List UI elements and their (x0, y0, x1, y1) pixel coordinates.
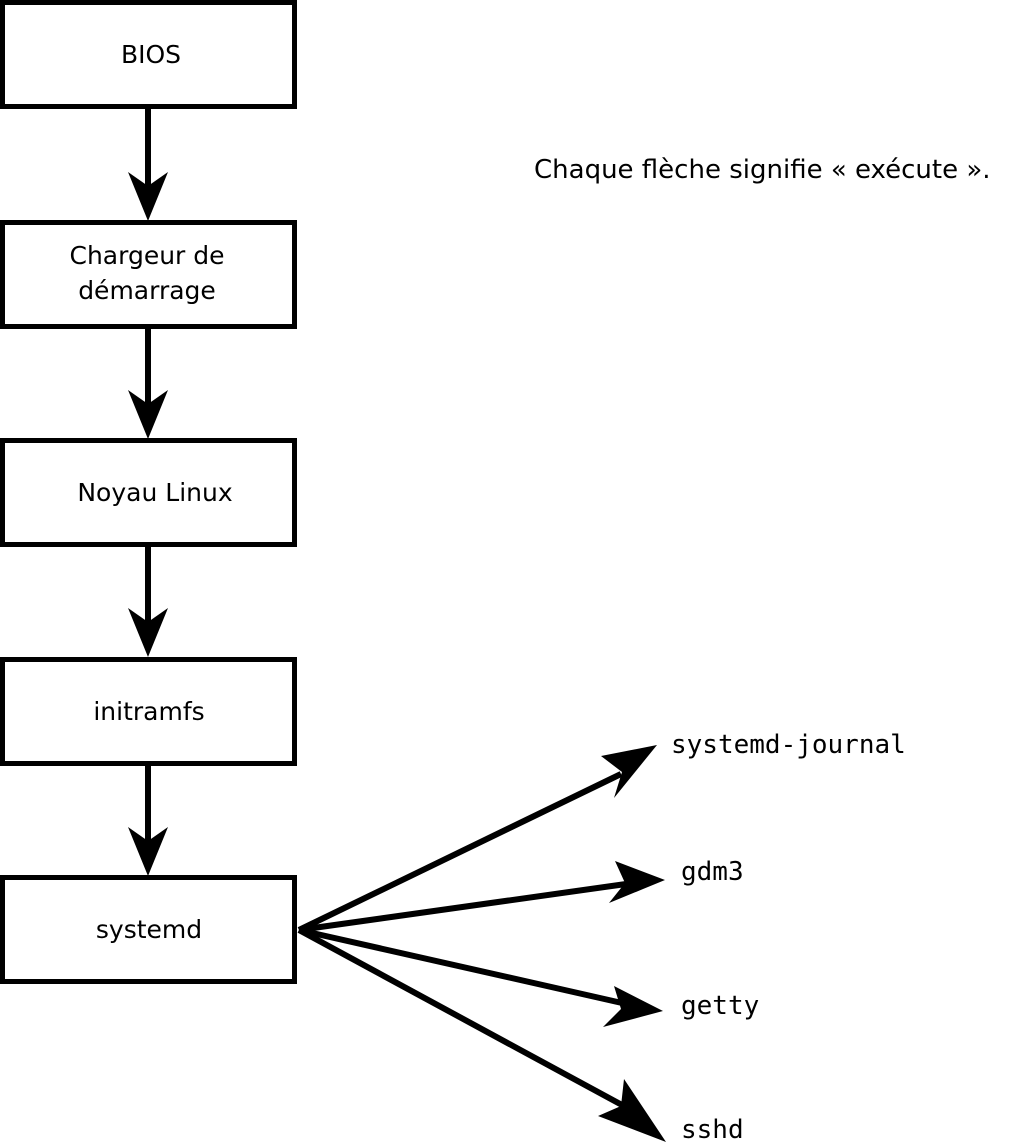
arrow-systemd-to-gdm3-shaft (298, 881, 627, 933)
arrow-systemd-to-getty (298, 927, 663, 1027)
node-kernel-label: Noyau Linux (77, 478, 232, 507)
arrow-kernel-to-initramfs-head (128, 608, 168, 657)
node-initramfs-box (0, 657, 297, 766)
node-systemd-box (0, 875, 297, 984)
node-bootloader-label-line2: démarrage (78, 276, 216, 305)
node-bios-label: BIOS (121, 40, 181, 69)
arrow-kernel-to-initramfs (128, 545, 168, 657)
arrow-bios-to-bootloader-head (128, 172, 168, 221)
node-systemd[interactable]: systemd (0, 875, 297, 984)
node-kernel-box (0, 438, 297, 547)
arrow-bootloader-to-kernel-head (128, 390, 168, 439)
arrow-systemd-to-sshd (297, 927, 666, 1142)
arrow-systemd-to-gdm3 (298, 861, 665, 933)
node-bios-box (0, 0, 297, 109)
service-label-sshd[interactable]: sshd (681, 1115, 744, 1144)
arrow-systemd-to-getty-shaft (298, 927, 623, 1006)
diagram-caption: Chaque flèche signifie « exécute ». (534, 155, 991, 185)
arrow-systemd-to-gdm3-head (609, 861, 665, 903)
service-label-gdm3[interactable]: gdm3 (681, 857, 744, 887)
arrow-systemd-to-systemd-journal-head (601, 745, 657, 798)
node-initramfs[interactable]: initramfs (0, 657, 297, 766)
node-bootloader[interactable]: Chargeur de démarrage (0, 220, 297, 329)
arrow-systemd-to-getty-head (603, 986, 663, 1027)
node-kernel[interactable]: Noyau Linux (0, 438, 297, 547)
arrow-initramfs-to-systemd-head (128, 827, 168, 876)
node-initramfs-label: initramfs (93, 697, 204, 726)
arrow-initramfs-to-systemd (128, 764, 168, 876)
arrow-systemd-to-sshd-shaft (297, 927, 624, 1108)
node-systemd-label: systemd (96, 915, 202, 944)
arrow-bootloader-to-kernel (128, 327, 168, 439)
service-label-getty[interactable]: getty (681, 991, 759, 1021)
arrow-systemd-to-systemd-journal-shaft (297, 771, 623, 933)
arrow-bios-to-bootloader (128, 107, 168, 221)
node-bootloader-box (0, 220, 297, 329)
node-bios[interactable]: BIOS (0, 0, 297, 109)
service-label-systemd-journal[interactable]: systemd-journal (671, 730, 906, 760)
arrow-systemd-to-systemd-journal (297, 745, 657, 933)
arrow-systemd-to-sshd-head (598, 1079, 666, 1142)
node-bootloader-label-line1: Chargeur de (69, 241, 224, 270)
